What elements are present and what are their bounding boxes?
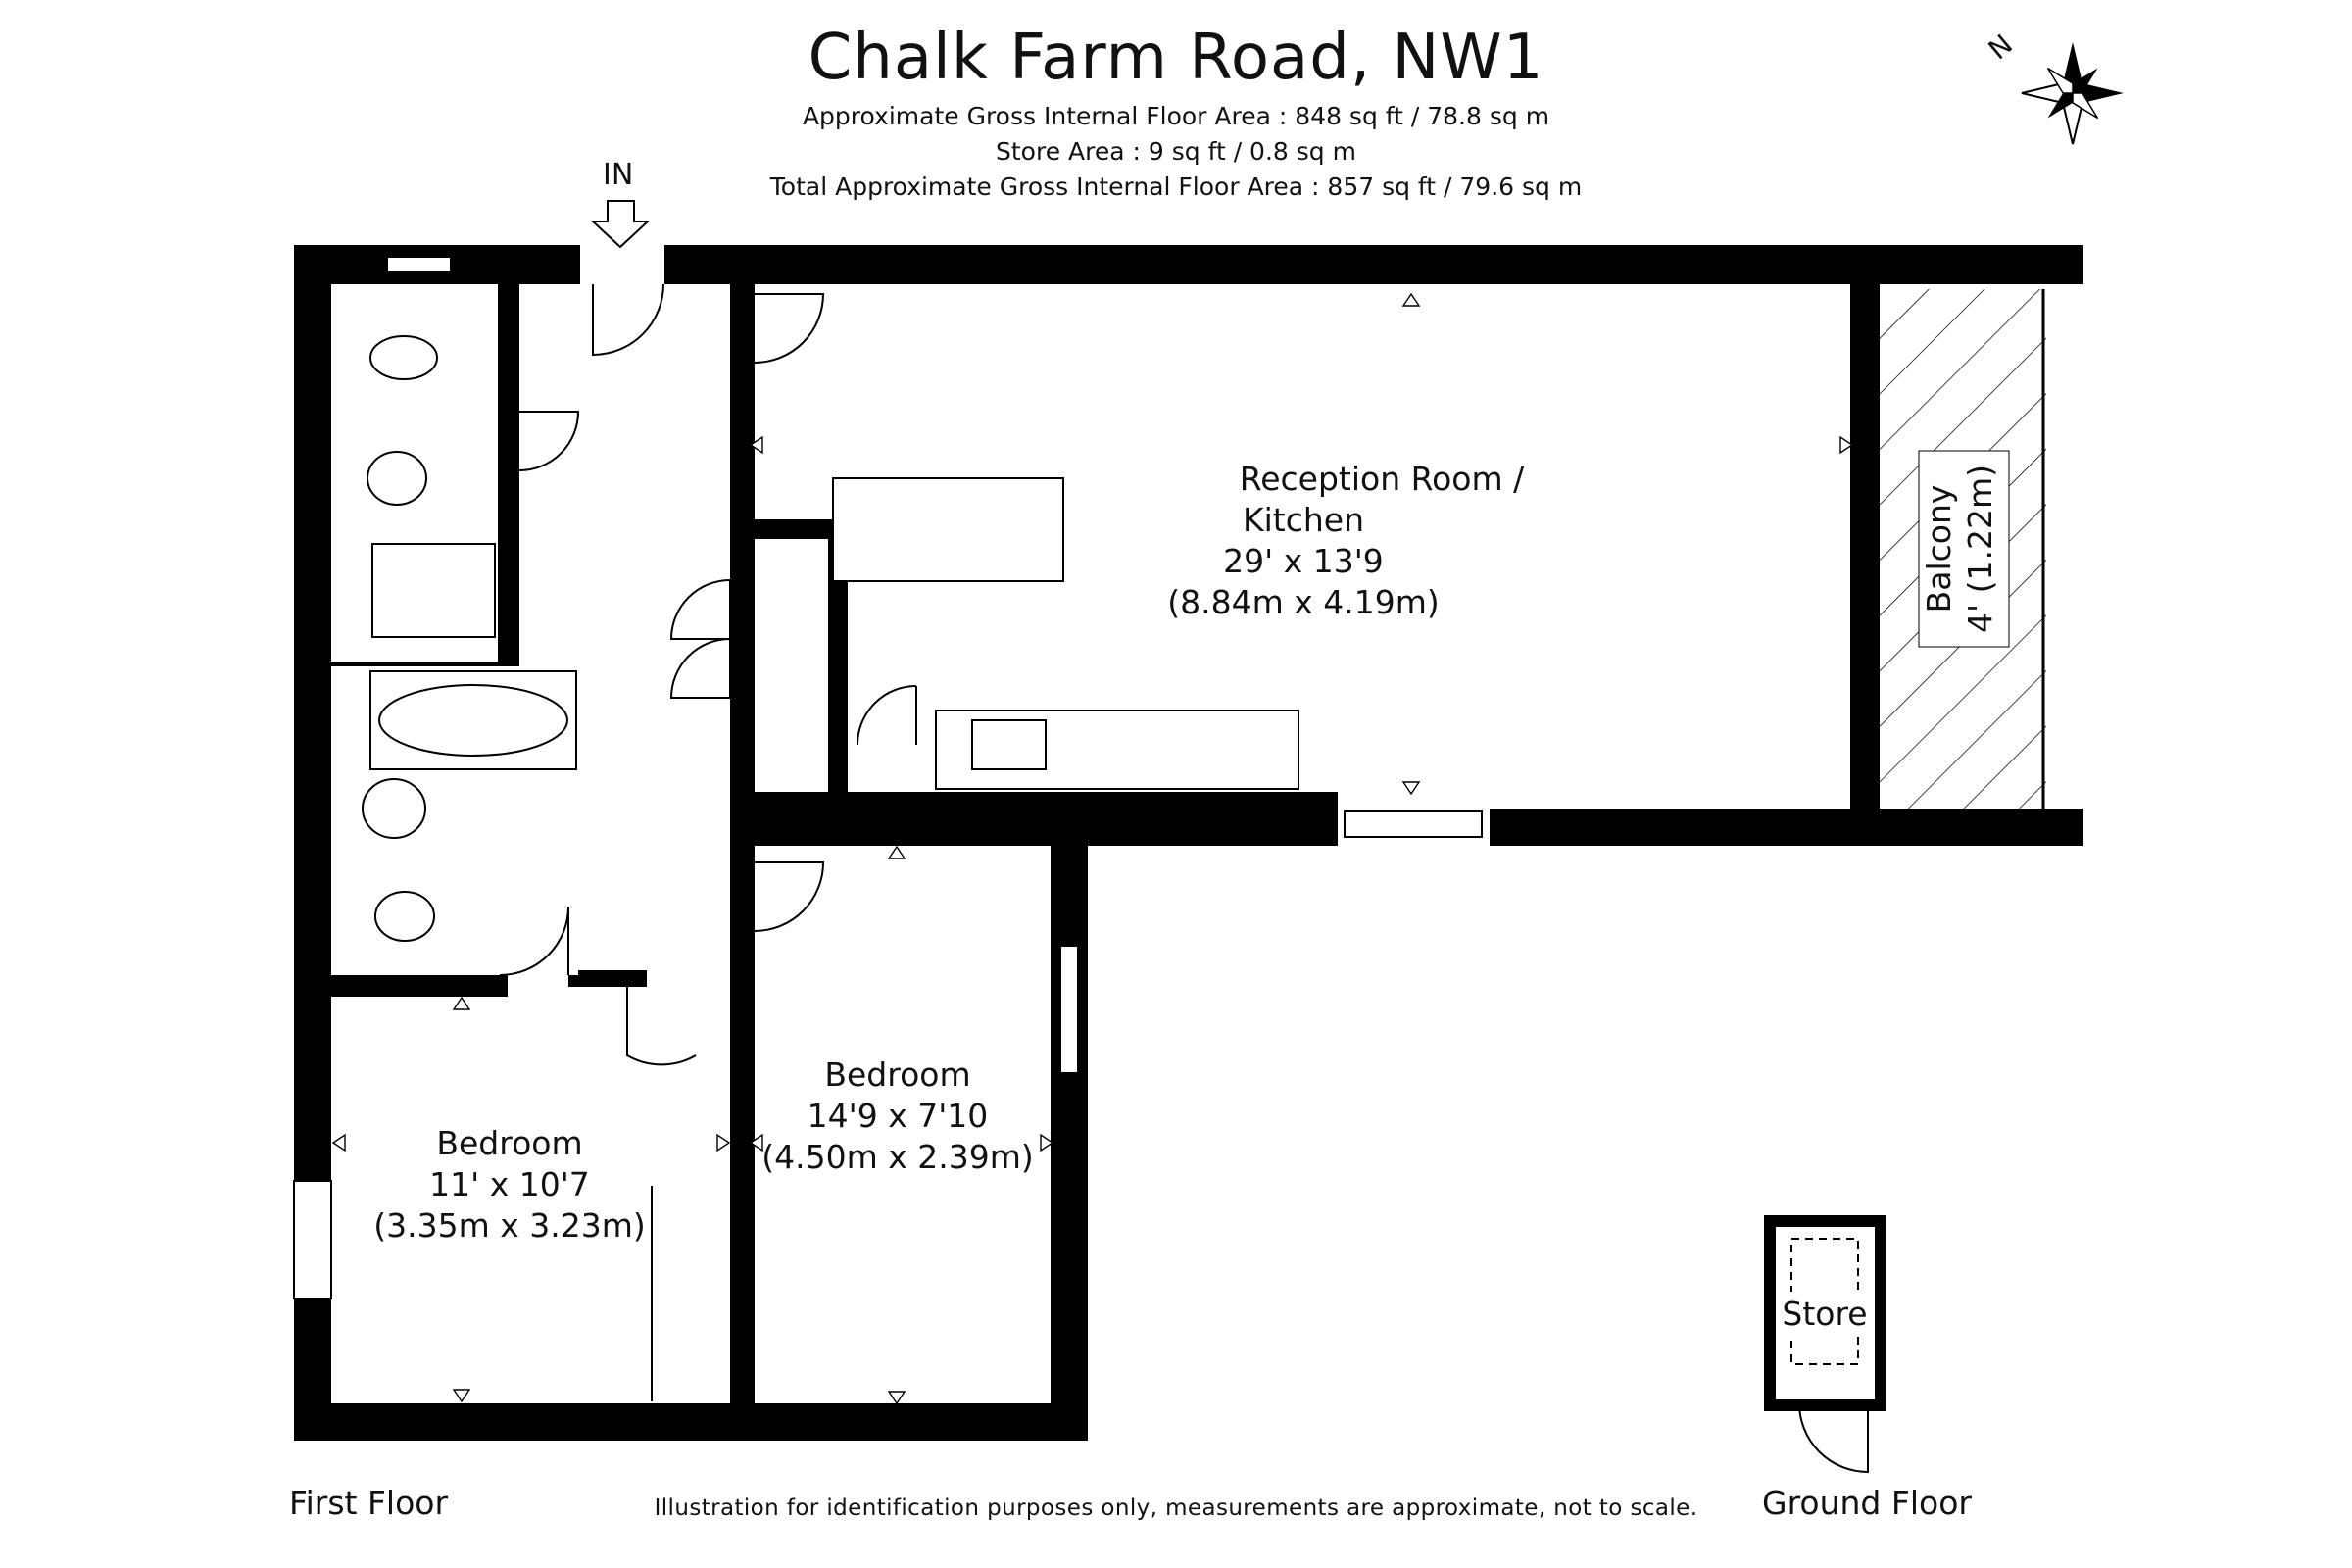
basin-icon — [362, 778, 426, 839]
reception-name-line1: Reception Room / — [1240, 460, 1525, 498]
shower-icon — [371, 543, 496, 638]
bedroom-right-name: Bedroom — [824, 1055, 970, 1094]
bedroom-right-dims-imperial: 14'9 x 7'10 — [808, 1097, 989, 1135]
reception-dims-imperial: 29' x 13'9 — [1223, 542, 1384, 580]
reception-dims-metric: (8.84m x 4.19m) — [1167, 583, 1440, 621]
first-floor-label: First Floor — [289, 1484, 449, 1522]
toilet-icon — [369, 335, 438, 380]
wc-icon — [374, 891, 435, 942]
balcony-name: Balcony — [1920, 485, 1958, 613]
compass-rose-icon — [2021, 42, 2124, 145]
plan-title: Chalk Farm Road, NW1 — [808, 22, 1544, 94]
disclaimer: Illustration for identification purposes… — [654, 1495, 1698, 1521]
balcony-dims: 4' (1.22m) — [1961, 465, 1999, 633]
measurement-markers — [331, 292, 1854, 1405]
store-area-line: Store Area : 9 sq ft / 0.8 sq m — [996, 137, 1356, 166]
bedroom-left-dims-metric: (3.35m x 3.23m) — [373, 1206, 646, 1245]
ground-floor-label: Ground Floor — [1762, 1484, 1972, 1522]
store-name: Store — [1782, 1295, 1867, 1333]
sink-icon — [367, 451, 427, 506]
entrance-label: IN — [603, 158, 633, 192]
bedroom-left-dims-imperial: 11' x 10'7 — [429, 1165, 590, 1203]
compass-north-label: N — [1983, 28, 2019, 67]
gross-area-line: Approximate Gross Internal Floor Area : … — [802, 102, 1550, 130]
total-area-line: Total Approximate Gross Internal Floor A… — [769, 172, 1583, 201]
bedroom-left-name: Bedroom — [436, 1124, 582, 1162]
bedroom-right-dims-metric: (4.50m x 2.39m) — [761, 1138, 1034, 1176]
reception-name-line2: Kitchen — [1243, 501, 1364, 539]
kitchen-island — [832, 477, 1064, 582]
entrance-arrow-icon — [590, 200, 651, 249]
kitchen-sink-icon — [971, 719, 1047, 770]
